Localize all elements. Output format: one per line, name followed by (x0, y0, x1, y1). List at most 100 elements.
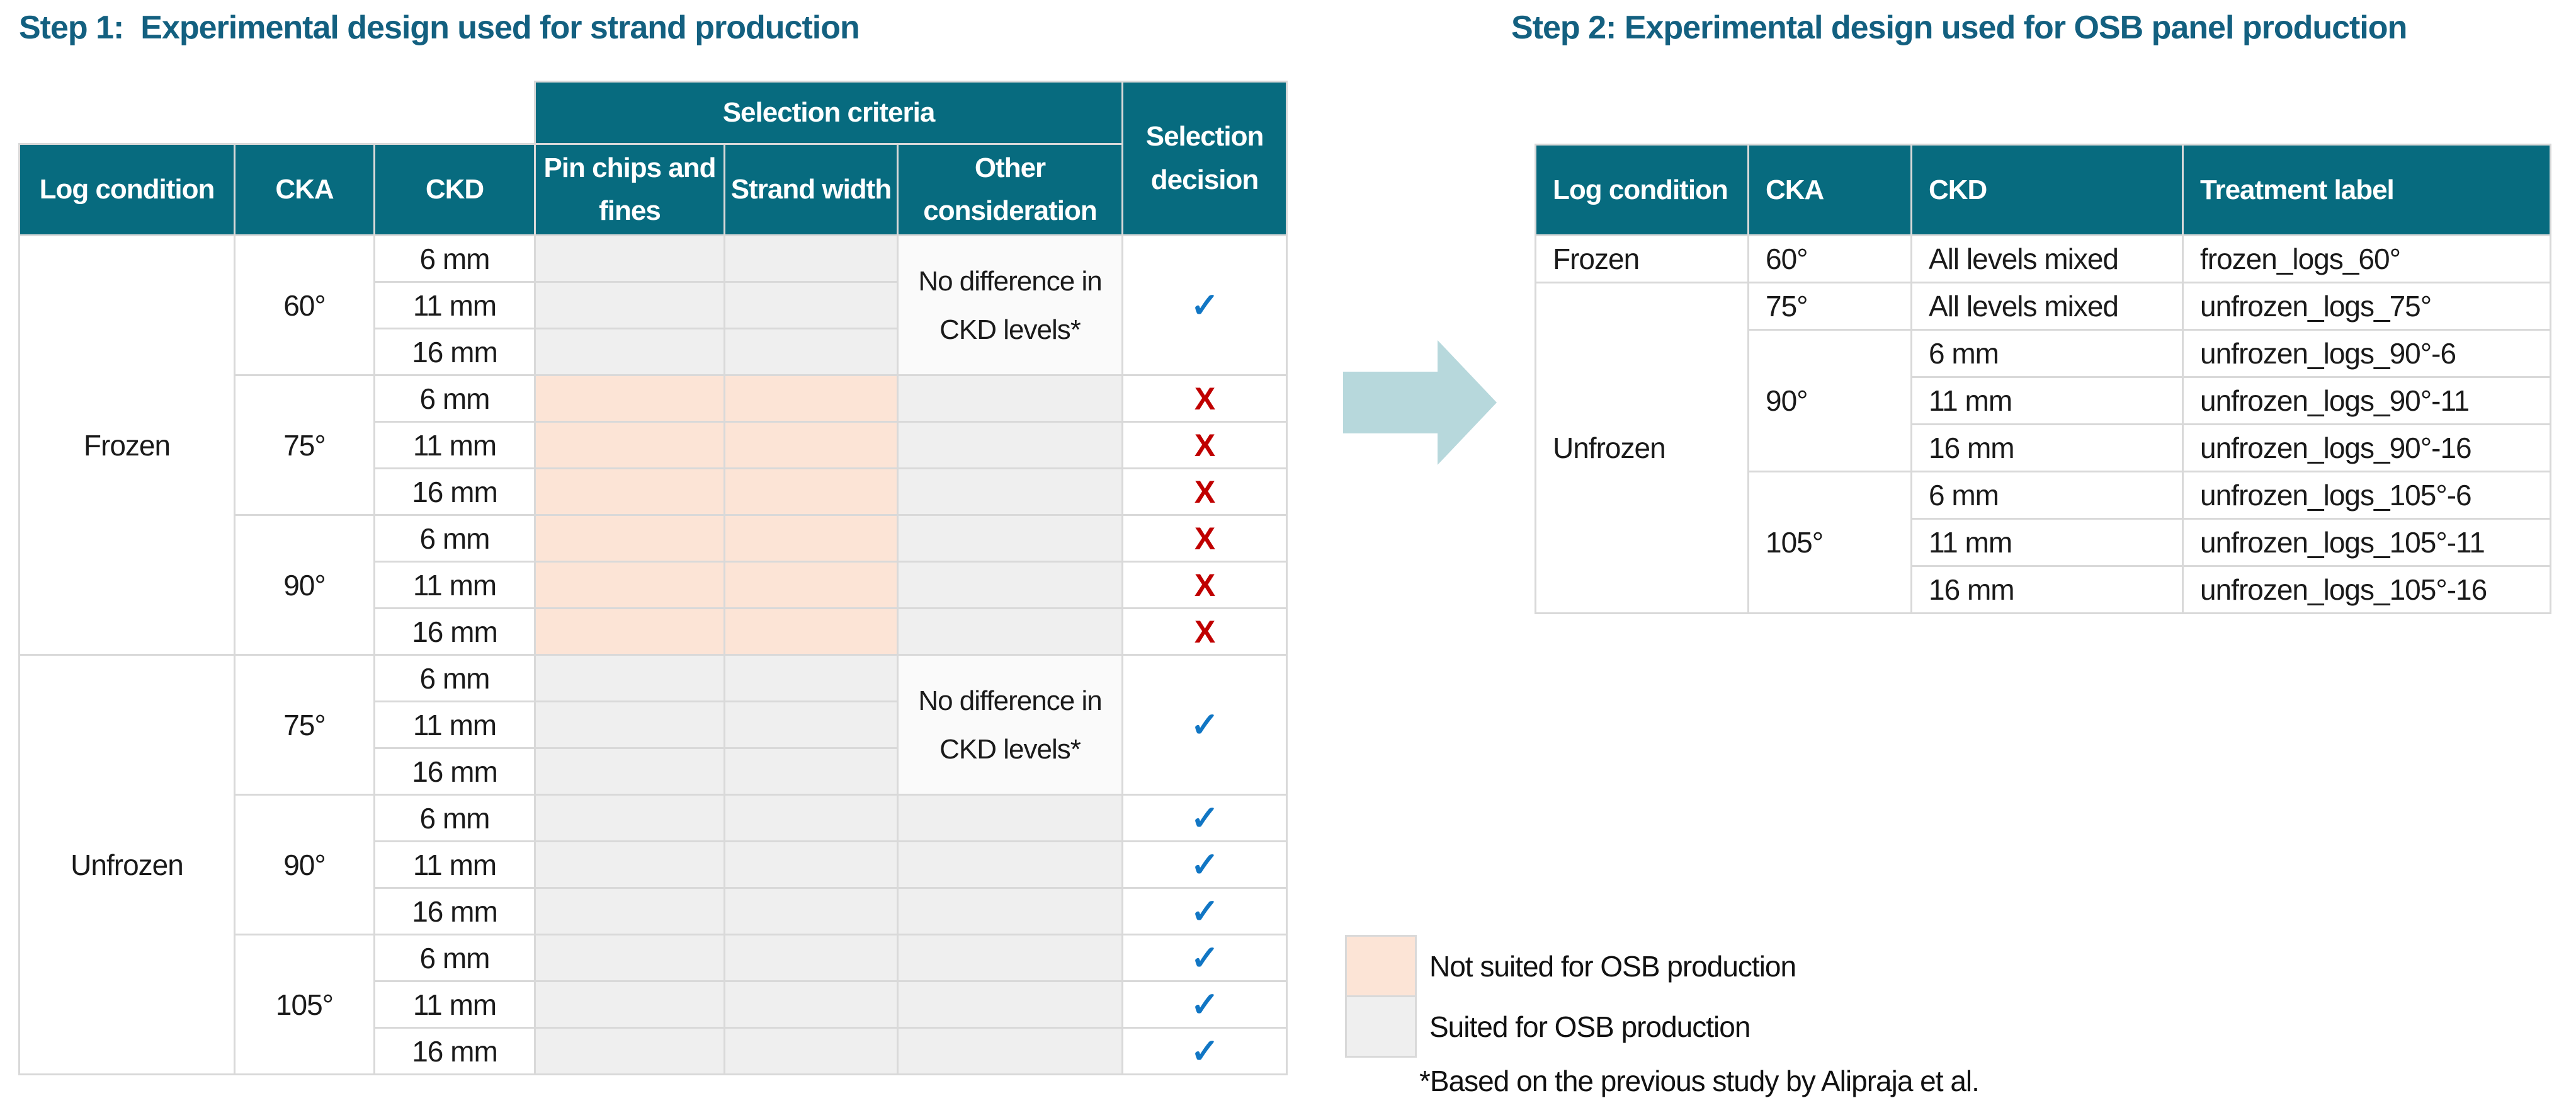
ckd-cell: 16 mm (373, 607, 536, 656)
log-condition-header: Log condition (1535, 144, 1749, 236)
other-consideration-cell: No difference in CKD levels* (896, 234, 1124, 376)
table-row: 105° 6 mm unfrozen_logs_105°-6 (1536, 471, 2551, 614)
x-mark-icon: X (1194, 567, 1215, 603)
ckd-cell: 11 mm (373, 421, 536, 469)
right-arrow (1343, 340, 1497, 465)
decision-cell: ✓ (1121, 980, 1288, 1029)
cka-cell: 75° (234, 374, 375, 516)
cka-cell: 60° (234, 234, 375, 376)
other-consideration-cell (896, 840, 1124, 889)
table-row: 90° 6 mm unfrozen_logs_90°-6 (1536, 329, 2551, 472)
treatment-label-cell: unfrozen_logs_105°-16 (2182, 565, 2551, 614)
ckd-cell: 6 mm (373, 374, 536, 423)
pin-chips-cell (534, 980, 725, 1029)
legend-item-suited: Suited for OSB production (1345, 995, 1979, 1058)
table-row: 11 mm (20, 281, 1287, 329)
decision-cell: ✓ (1121, 934, 1288, 982)
cka-cell: 75° (1747, 282, 1912, 331)
table-row: Unfrozen 75° All levels mixed unfrozen_l… (1535, 282, 2551, 614)
x-mark-icon: X (1194, 427, 1215, 463)
treatment-label-cell: frozen_logs_60° (2182, 234, 2551, 283)
check-mark-icon: ✓ (1190, 846, 1219, 884)
ckd-cell: 11 mm (373, 840, 536, 889)
table-row: 11 mm unfrozen_logs_105°-11 (1536, 518, 2551, 567)
header-spacer (20, 82, 535, 144)
pin-chips-cell (534, 654, 725, 702)
table-row: 16 mm unfrozen_logs_105°-16 (1536, 565, 2551, 614)
strand-width-cell (723, 328, 899, 376)
decision-cell: ✓ (1121, 794, 1288, 842)
ckd-cell: All levels mixed (1910, 282, 2184, 331)
ckd-cell: 6 mm (373, 794, 536, 842)
strand-width-cell (723, 234, 899, 283)
decision-cell: ✓ (1121, 654, 1288, 796)
step2-header-row: Log condition CKA CKD Treatment label (1535, 144, 2551, 236)
decision-cell: X (1121, 514, 1288, 563)
decision-cell: ✓ (1121, 234, 1288, 376)
treatment-label-cell: unfrozen_logs_90°-16 (2182, 423, 2551, 472)
step1-header-row-top: Selection criteria Selection decision (20, 81, 1288, 236)
selection-decision-header: Selection decision (1121, 81, 1288, 236)
strand-width-cell (723, 281, 899, 329)
strand-width-cell (723, 467, 899, 516)
legend-label: Suited for OSB production (1429, 1010, 1750, 1043)
pin-chips-header: Pin chips and fines (534, 143, 725, 236)
pin-chips-cell (534, 840, 725, 889)
pin-chips-cell (534, 887, 725, 935)
pin-chips-cell (534, 421, 725, 469)
ckd-header: CKD (1910, 144, 2184, 236)
x-mark-icon: X (1194, 614, 1215, 649)
step2-title: Step 2: Experimental design used for OSB… (1511, 9, 2407, 46)
pin-chips-cell (534, 701, 725, 749)
strand-width-header: Strand width (723, 143, 899, 236)
ckd-cell: 6 mm (373, 514, 536, 563)
pin-chips-cell (534, 514, 725, 563)
pin-chips-cell (534, 1027, 725, 1075)
decision-cell: ✓ (1121, 1027, 1288, 1075)
ckd-cell: 11 mm (1910, 376, 2184, 425)
other-consideration-cell (896, 607, 1124, 656)
treatment-label-cell: unfrozen_logs_90°-11 (2182, 376, 2551, 425)
log-condition-cell: Unfrozen (18, 654, 235, 1075)
strand-width-cell (723, 840, 899, 889)
table-row: 90° 6 mm ✓ (20, 794, 1288, 935)
ckd-cell: 16 mm (1910, 565, 2184, 614)
other-consideration-cell (896, 887, 1124, 935)
x-mark-icon: X (1194, 474, 1215, 510)
cka-cell: 105° (1747, 471, 1912, 614)
check-mark-icon: ✓ (1190, 706, 1219, 744)
strand-width-cell (723, 934, 899, 982)
pin-chips-cell (534, 794, 725, 842)
check-mark-icon: ✓ (1190, 799, 1219, 837)
selection-criteria-header: Selection criteria (533, 81, 1124, 145)
table-row: 11 mm X (20, 561, 1288, 609)
ckd-cell: 6 mm (373, 654, 536, 702)
table-row: 11 mm ✓ (20, 980, 1288, 1029)
strand-width-cell (723, 887, 899, 935)
cka-header: CKA (234, 143, 375, 236)
other-consideration-cell (896, 980, 1124, 1029)
other-consideration-cell (896, 421, 1124, 469)
table-row: 105° 6 mm ✓ (20, 934, 1288, 1075)
other-consideration-cell (896, 934, 1124, 982)
ckd-cell: 16 mm (373, 887, 536, 935)
legend: Not suited for OSB production Suited for… (1345, 935, 1980, 1098)
log-condition-cell: Frozen (18, 234, 235, 656)
table-row: 11 mm unfrozen_logs_90°-11 (1536, 376, 2551, 425)
cka-cell: 90° (234, 794, 375, 935)
table-row: 16 mm (20, 328, 1287, 376)
check-mark-icon: ✓ (1190, 1032, 1219, 1070)
ckd-cell: 16 mm (1910, 423, 2184, 472)
treatment-label-header: Treatment label (2182, 144, 2551, 236)
ckd-cell: 16 mm (373, 328, 536, 376)
check-mark-icon: ✓ (1190, 287, 1219, 324)
decision-cell: ✓ (1121, 840, 1288, 889)
legend-swatch-not-suited (1345, 935, 1417, 997)
cka-cell: 75° (234, 654, 375, 796)
other-consideration-cell (896, 561, 1124, 609)
table-row: 16 mm ✓ (20, 887, 1288, 935)
treatment-label-cell: unfrozen_logs_105°-11 (2182, 518, 2551, 567)
step1-table: Selection criteria Selection decision Lo… (18, 81, 1288, 1075)
table-row: 11 mm X (20, 421, 1288, 469)
table-row: 11 mm ✓ (20, 840, 1288, 889)
